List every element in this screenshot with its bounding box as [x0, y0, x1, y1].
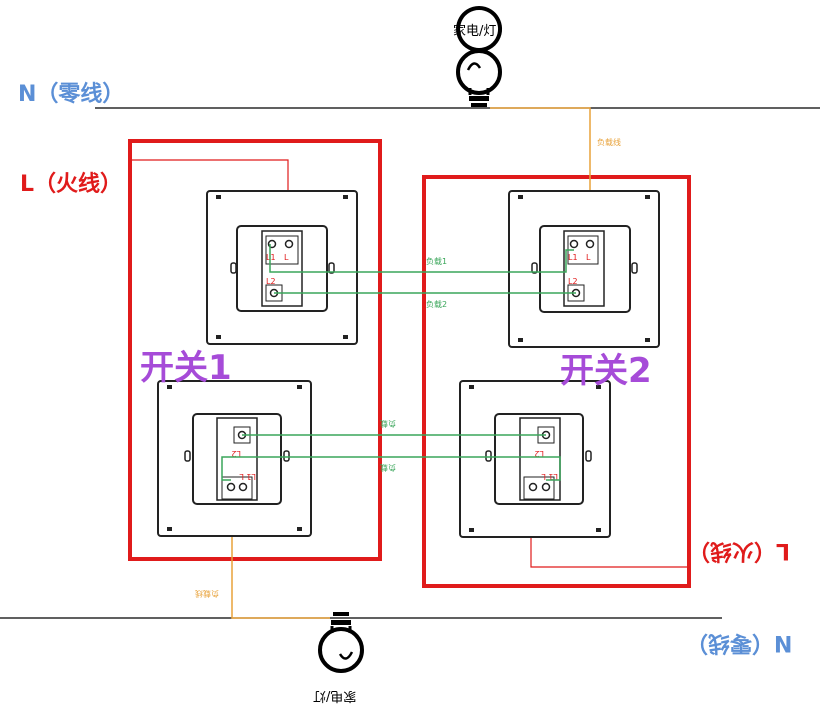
traveler-lower-2-label: 负载 [380, 463, 396, 473]
switch-group-2-frame [422, 175, 691, 588]
upper-left-l2-label: L2 [266, 277, 276, 286]
neutral-top-label: N（零线） [18, 82, 125, 107]
traveler-upper-1-label: 负载1 [426, 256, 447, 266]
switch-1-lower: L2 L L1 [157, 380, 312, 537]
switch-group-1-title: 开关1 [140, 348, 232, 388]
upper-left-l1-label: L1 [266, 253, 276, 262]
lower-left-l2-label: L2 [231, 449, 241, 458]
neutral-bottom-label-wrap: N（零线） [686, 629, 792, 661]
upper-right-l-label: L [586, 253, 591, 262]
live-bottom-label: L（火线） [688, 538, 791, 563]
switch-group-1-frame [128, 139, 382, 561]
switch-2-upper: L1 L L2 [508, 190, 660, 348]
switch-2-lower: L2 L L1 [459, 380, 611, 538]
neutral-bottom-label: N（零线） [686, 630, 793, 655]
live-bottom-label-wrap: L（火线） [688, 537, 790, 569]
lamp-top-icon [456, 6, 503, 107]
lower-left-l-label: L [239, 472, 244, 481]
upper-right-l1-label: L1 [568, 253, 578, 262]
traveler-lower-1-label: 负载 [380, 419, 396, 429]
traveler-upper-2-label: 负载2 [426, 299, 447, 309]
lamp-bottom-label-wrap: 家电/灯 [313, 688, 356, 707]
upper-left-l-label: L [284, 253, 289, 262]
lamp-bottom-label: 家电/灯 [313, 688, 357, 703]
lower-right-l-label: L [541, 472, 546, 481]
traveler-wire-lower-2 [221, 456, 561, 481]
lamp-bottom-icon [318, 612, 364, 673]
load-wire-bottom-label: 负载线 [195, 589, 219, 599]
lower-right-l2-label: L2 [534, 449, 544, 458]
live-top-label: L（火线） [20, 172, 123, 197]
load-wire-top-label: 负载线 [597, 137, 621, 147]
lower-left-l1-label: L1 [246, 472, 256, 481]
traveler-wire-upper-1 [269, 244, 574, 273]
switch-group-2-title: 开关2 [560, 351, 652, 391]
lamp-top-label: 家电/灯 [453, 24, 497, 39]
lower-right-l1-label: L1 [548, 472, 558, 481]
switch-1-upper: L1 L L2 [206, 190, 358, 345]
upper-right-l2-label: L2 [568, 277, 578, 286]
